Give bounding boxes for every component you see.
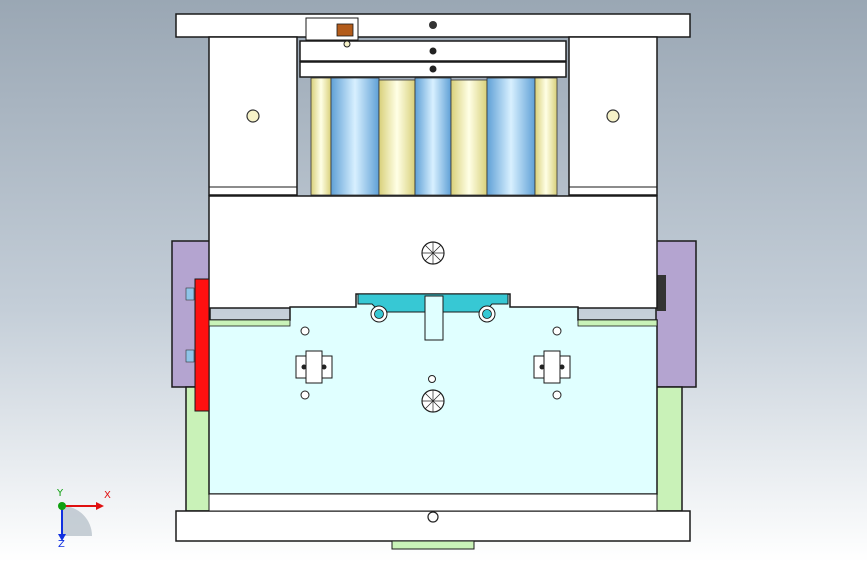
axis-triad-icon: X Y Z bbox=[56, 488, 111, 548]
left-clamp-bracket[interactable] bbox=[295, 350, 333, 384]
handle-bolt-icon bbox=[343, 40, 351, 48]
left-side-bolt-icon bbox=[185, 287, 195, 301]
core-hole-icon-1 bbox=[300, 326, 310, 336]
center-ejector-slot bbox=[424, 295, 444, 341]
bottom-plate-bolt-icon bbox=[427, 511, 439, 523]
triad-shadow bbox=[62, 506, 92, 536]
triad-x-arrow bbox=[96, 502, 104, 510]
locating-ring bbox=[391, 540, 475, 550]
ejector-plate-bolt-icon-2 bbox=[429, 65, 437, 73]
right-side-block[interactable] bbox=[655, 240, 697, 388]
support-pillars bbox=[310, 77, 558, 196]
right-clamp-bracket[interactable] bbox=[533, 350, 571, 384]
pillar-6 bbox=[486, 77, 536, 196]
core-hole-icon-3 bbox=[300, 390, 310, 400]
core-hole-icon-5 bbox=[428, 375, 436, 383]
left-insert-bolt-inner bbox=[374, 309, 384, 319]
triad-z-arrow bbox=[58, 534, 66, 541]
ejector-center-rays bbox=[422, 390, 444, 412]
core-hole-icon-2 bbox=[552, 326, 562, 336]
pillar-3 bbox=[378, 79, 416, 196]
triad-origin bbox=[58, 502, 66, 510]
core-hole-icon-4 bbox=[552, 390, 562, 400]
triad-z-label: Z bbox=[58, 539, 65, 548]
right-side-dark-insert bbox=[656, 275, 666, 311]
pillar-5 bbox=[450, 79, 488, 196]
right-green-plate[interactable] bbox=[655, 386, 683, 512]
parting-strip-left bbox=[208, 319, 291, 327]
pillar-2 bbox=[330, 77, 380, 196]
ejector-plate-bolt-icon bbox=[429, 47, 437, 55]
left-red-bar[interactable] bbox=[194, 278, 210, 412]
pillar-4 bbox=[414, 77, 452, 196]
pillar-1 bbox=[310, 77, 332, 196]
left-side-bolt-icon-2 bbox=[185, 349, 195, 363]
triad-y-label: Y bbox=[56, 488, 64, 499]
parting-strip-right bbox=[577, 319, 658, 327]
triad-x-label: X bbox=[104, 490, 111, 501]
left-block-bolt-icon bbox=[246, 109, 260, 123]
pillar-7 bbox=[534, 77, 558, 196]
right-block-bolt-icon bbox=[606, 109, 620, 123]
top-handle[interactable] bbox=[336, 23, 354, 37]
sprue-rays bbox=[422, 242, 444, 264]
top-plate-bolt-icon bbox=[429, 21, 437, 29]
lower-rail bbox=[208, 493, 658, 512]
right-insert-bolt-inner bbox=[482, 309, 492, 319]
